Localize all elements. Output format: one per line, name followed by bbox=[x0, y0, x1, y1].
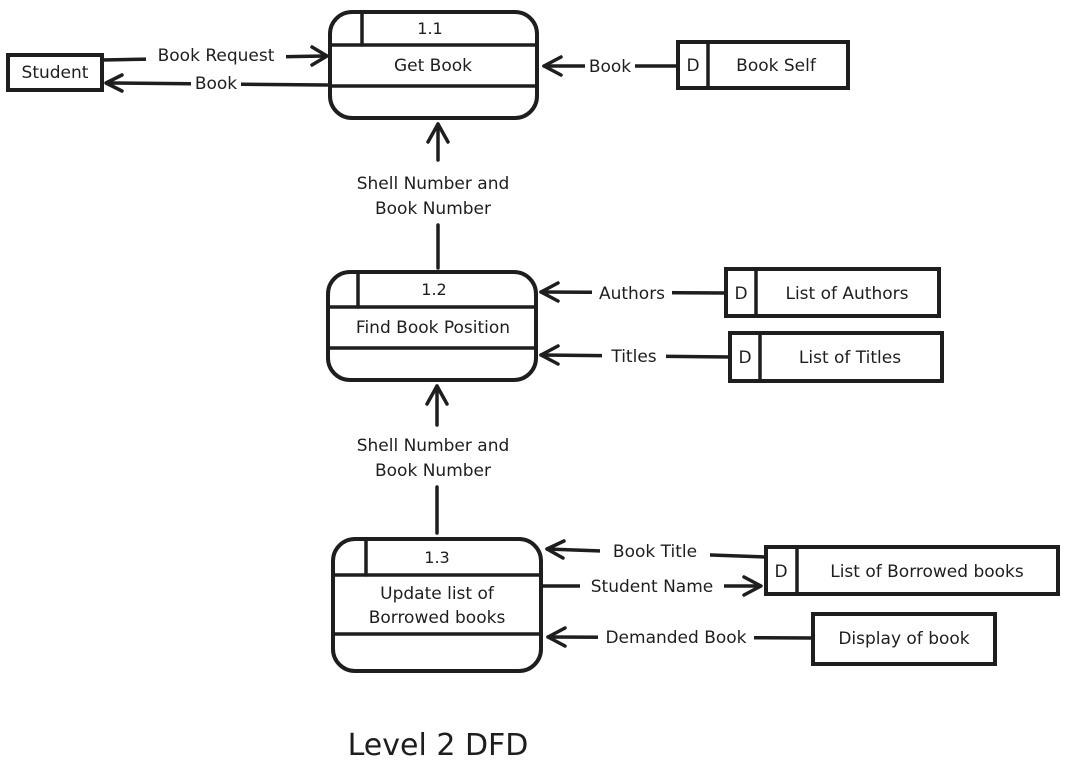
datastore-marker: D bbox=[738, 348, 751, 368]
datastore-marker: D bbox=[734, 284, 747, 304]
process-number: 1.1 bbox=[417, 19, 442, 38]
process-1-3[interactable]: 1.3 Update list of Borrowed books bbox=[331, 537, 543, 673]
flow-label: Student Name bbox=[591, 577, 713, 597]
flow-label: Titles bbox=[610, 347, 656, 367]
datastore-marker: D bbox=[774, 562, 787, 582]
diagram-title: Level 2 DFD bbox=[348, 728, 529, 763]
flow-label: Demanded Book bbox=[605, 628, 746, 648]
datastore-label: Book Self bbox=[736, 56, 817, 76]
datastore-label: List of Authors bbox=[785, 284, 908, 304]
flow-book-request: Book Request bbox=[100, 44, 329, 67]
datastore-marker: D bbox=[686, 56, 699, 76]
flow-authors: Authors bbox=[539, 281, 728, 304]
entity-student[interactable]: Student bbox=[6, 53, 104, 92]
flow-label: Authors bbox=[599, 284, 665, 304]
flow-label-line1: Shell Number and bbox=[357, 174, 510, 194]
datastore-list-of-authors[interactable]: D List of Authors bbox=[724, 267, 941, 318]
flow-shelf-book-number-lower: Shell Number and Book Number bbox=[357, 384, 510, 535]
flow-book-title: Book Title bbox=[545, 539, 768, 562]
entity-label: Display of book bbox=[838, 629, 969, 649]
datastore-label: List of Titles bbox=[799, 348, 901, 368]
datastore-book-self[interactable]: D Book Self bbox=[676, 40, 850, 90]
datastore-label: List of Borrowed books bbox=[830, 562, 1024, 582]
flow-titles: Titles bbox=[539, 344, 732, 367]
flow-demanded-book: Demanded Book bbox=[546, 626, 815, 648]
flow-label-line1: Shell Number and bbox=[357, 436, 510, 456]
process-label: Get Book bbox=[394, 56, 472, 76]
datastore-list-of-titles[interactable]: D List of Titles bbox=[728, 331, 944, 383]
process-1-2[interactable]: 1.2 Find Book Position bbox=[326, 270, 538, 382]
entity-label: Student bbox=[22, 63, 89, 83]
process-number: 1.2 bbox=[421, 280, 446, 299]
process-label: Find Book Position bbox=[356, 318, 510, 338]
process-1-1[interactable]: 1.1 Get Book bbox=[328, 10, 539, 120]
process-label-line1: Update list of bbox=[380, 584, 495, 604]
process-number: 1.3 bbox=[424, 548, 449, 567]
flow-book-to-student: Book bbox=[104, 73, 329, 94]
flow-label: Book bbox=[589, 57, 631, 77]
flow-label: Book bbox=[195, 74, 237, 94]
flow-label: Book Title bbox=[613, 542, 697, 562]
flow-shelf-book-number-upper: Shell Number and Book Number bbox=[357, 122, 510, 270]
flow-label-line2: Book Number bbox=[375, 461, 491, 481]
flow-label-line2: Book Number bbox=[375, 199, 491, 219]
entity-display-of-book[interactable]: Display of book bbox=[811, 612, 997, 666]
flow-student-name: Student Name bbox=[541, 575, 763, 598]
process-label-line2: Borrowed books bbox=[369, 608, 506, 628]
datastore-list-of-borrowed-books[interactable]: D List of Borrowed books bbox=[764, 545, 1060, 596]
flow-label: Book Request bbox=[158, 46, 275, 66]
flow-book-from-shelf: Book bbox=[542, 55, 680, 77]
